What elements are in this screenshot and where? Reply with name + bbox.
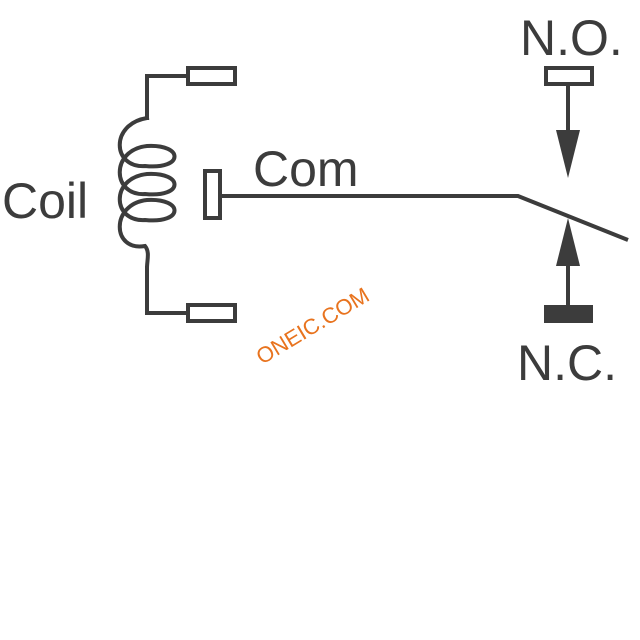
coil-label: Coil xyxy=(2,173,88,229)
coil-terminal-top xyxy=(186,66,237,86)
no-terminal xyxy=(544,66,594,86)
com-switch-arm xyxy=(220,194,629,242)
no-arrow-head xyxy=(556,130,580,178)
nc-terminal xyxy=(544,305,593,323)
coil-top-lead xyxy=(145,74,190,120)
no-label: N.O. xyxy=(520,10,623,66)
coil-winding xyxy=(117,115,177,271)
coil-terminal-bottom xyxy=(186,303,237,323)
nc-label: N.C. xyxy=(517,335,617,391)
coil-group xyxy=(117,74,190,315)
nc-arrow-head xyxy=(556,218,580,266)
com-label: Com xyxy=(253,141,359,197)
com-terminal xyxy=(203,169,222,220)
watermark-text: ONEIC.COM xyxy=(252,282,374,369)
coil-bottom-lead xyxy=(145,266,190,315)
